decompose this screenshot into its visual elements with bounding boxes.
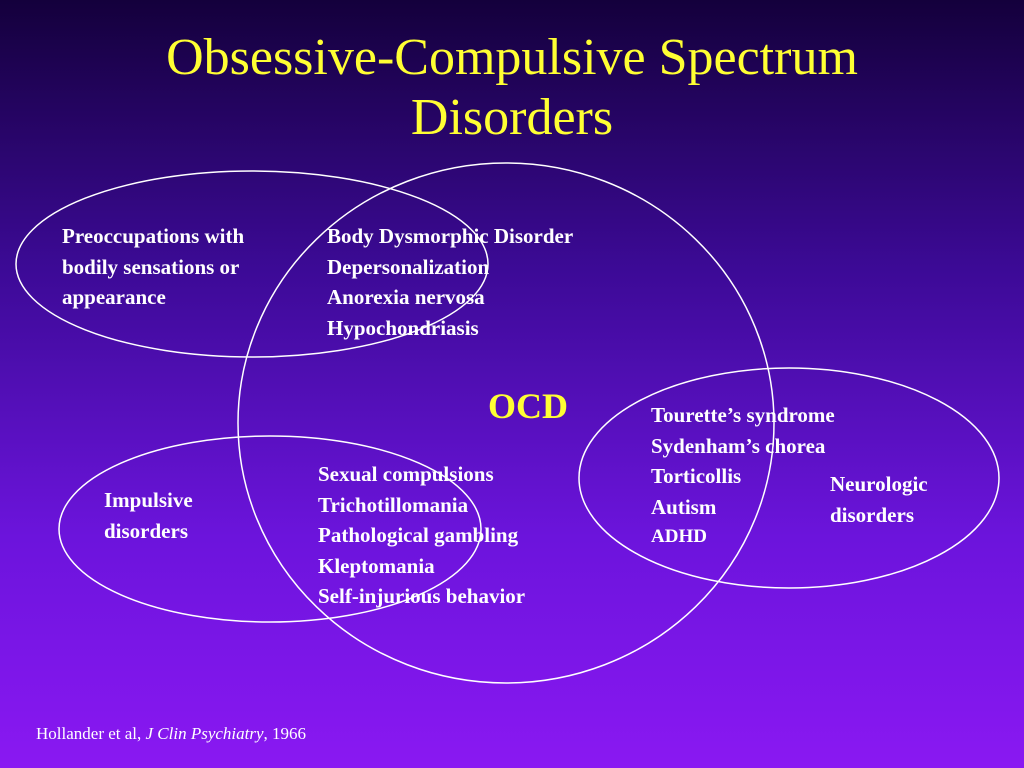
- impulsive-ellipse: [58, 435, 482, 623]
- list-item: Body Dysmorphic Disorder: [327, 224, 574, 248]
- neurologic-region-label: Neurologic disorders: [830, 469, 928, 530]
- impulsive-region-label: Impulsive disorders: [104, 485, 193, 546]
- somatic-label-line: Preoccupations with: [62, 224, 245, 248]
- impulsive-overlap-list: Sexual compulsions Trichotillomania Path…: [318, 459, 525, 612]
- list-item: Trichotillomania: [318, 492, 469, 517]
- list-item: Hypochondriasis: [327, 315, 479, 340]
- slide-title-line-2: Disorders: [410, 89, 614, 146]
- list-item: Tourette’s syndrome: [651, 403, 835, 427]
- somatic-ellipse: [15, 170, 489, 358]
- list-item: Autism: [651, 494, 717, 519]
- neurologic-ellipse: [578, 367, 1000, 589]
- impulsive-label-line: disorders: [104, 518, 188, 543]
- list-item: Anorexia nervosa: [327, 285, 485, 309]
- slide-title: Obsessive-Compulsive Spectrum Disorders: [0, 28, 1024, 148]
- list-item: Kleptomania: [318, 553, 435, 578]
- list-item: Pathological gambling: [318, 523, 519, 547]
- citation-year: , 1966: [263, 724, 307, 743]
- somatic-label-line: appearance: [62, 285, 166, 309]
- neurologic-label-line: disorders: [830, 502, 914, 527]
- citation: Hollander et al, J Clin Psychiatry, 1966: [36, 724, 306, 744]
- list-item: Self-injurious behavior: [318, 584, 526, 608]
- neurologic-overlap-list: Tourette’s syndrome Sydenham’s chorea To…: [651, 400, 835, 553]
- citation-authors: Hollander et al,: [36, 724, 146, 743]
- list-item: ADHD: [651, 526, 707, 547]
- list-item: Torticollis: [651, 464, 742, 488]
- slide-title-line-1: Obsessive-Compulsive Spectrum: [166, 29, 858, 86]
- citation-journal: J Clin Psychiatry: [145, 724, 264, 743]
- list-item: Depersonalization: [327, 254, 490, 279]
- somatic-region-label: Preoccupations with bodily sensations or…: [62, 221, 244, 313]
- list-item: Sydenham’s chorea: [651, 433, 826, 458]
- somatic-overlap-list: Body Dysmorphic Disorder Depersonalizati…: [327, 221, 573, 343]
- impulsive-label-line: Impulsive: [104, 488, 193, 512]
- ocd-label: OCD: [488, 386, 568, 426]
- somatic-label-line: bodily sensations or: [62, 254, 240, 279]
- ocd-circle: [237, 162, 775, 684]
- neurologic-label-line: Neurologic: [830, 472, 928, 496]
- list-item: Sexual compulsions: [318, 462, 494, 486]
